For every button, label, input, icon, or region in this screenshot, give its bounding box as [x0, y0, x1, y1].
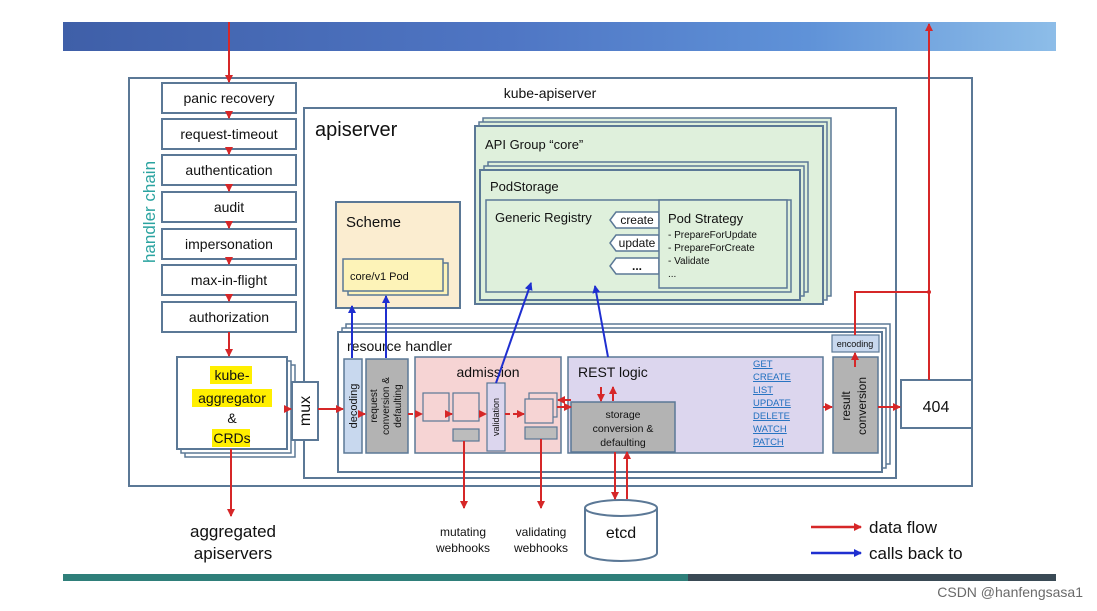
aggregated-label-line1: aggregated	[190, 522, 276, 541]
chain-step-panic-recovery	[161, 82, 297, 114]
decoding-label: decoding	[348, 384, 360, 429]
result-conversion-line2: conversion	[855, 377, 869, 435]
request-conversion-box: request conversion & defaulting	[365, 358, 409, 454]
legend-data-flow-label: data flow	[869, 518, 938, 537]
chain-step-label: impersonation	[185, 236, 273, 252]
scheme-title: Scheme	[346, 214, 401, 231]
storage-conversion-box: storage conversion & defaulting	[570, 401, 676, 453]
pod-storage-title: PodStorage	[490, 179, 559, 194]
aggregator-line3: &	[227, 410, 237, 426]
watermark: CSDN @hanfengsasa1	[937, 584, 1083, 600]
chain-step-label: request-timeout	[180, 126, 277, 142]
pod-strategy-box	[658, 199, 788, 289]
chain-step-label: authorization	[189, 309, 269, 325]
pod-strategy-title: Pod Strategy	[668, 211, 744, 226]
chain-step-label: max-in-flight	[191, 272, 267, 288]
handler-chain-label: handler chain	[140, 161, 159, 263]
architecture-diagram: kube-apiserver apiserver handler chain p…	[128, 22, 973, 563]
encoding-box: encoding	[831, 334, 880, 353]
rest-verb-watch[interactable]: WATCH	[753, 424, 787, 435]
validating-step-2	[524, 398, 554, 424]
verb-tag-label: update	[619, 236, 656, 250]
mutating-step-1	[422, 392, 450, 422]
validation-label: validation	[491, 398, 501, 436]
rest-verb-create[interactable]: CREATE	[753, 372, 791, 383]
mutating-label-line1: mutating	[440, 525, 486, 539]
aggregated-label-line2: apiservers	[194, 544, 272, 563]
decoding-box: decoding	[343, 358, 363, 454]
chain-step-label: authentication	[185, 162, 272, 178]
pod-strategy-item: - PrepareForCreate	[668, 243, 755, 254]
scheme-type-label: core/v1 Pod	[350, 271, 409, 283]
aggregator-box: kube- aggregator & CRDs	[176, 356, 296, 458]
encoding-label: encoding	[837, 339, 874, 349]
verb-tag-create	[609, 211, 660, 229]
pod-strategy-item: ...	[668, 269, 676, 280]
aggregator-line4: CRDs	[213, 430, 250, 446]
rest-verb-patch[interactable]: PATCH	[753, 437, 784, 448]
mutating-step-2	[452, 392, 480, 422]
mux-box: mux	[291, 381, 319, 441]
request-conversion-line1: request	[369, 389, 380, 423]
rest-verb-get[interactable]: GET	[753, 359, 773, 370]
kube-apiserver-title: kube-apiserver	[504, 85, 597, 101]
api-group-title: API Group “core”	[485, 137, 583, 152]
mux-label: mux	[297, 396, 314, 426]
aggregator-line2: aggregator	[198, 390, 266, 406]
storage-conversion-line1: storage	[605, 409, 640, 421]
result-conversion-box: result conversion	[832, 356, 879, 454]
rest-verb-update[interactable]: UPDATE	[753, 398, 791, 409]
not-found-box: 404	[900, 379, 973, 429]
call-back-arrows	[348, 282, 609, 384]
rest-logic-title: REST logic	[578, 364, 648, 380]
chain-step-authentication	[161, 154, 297, 186]
legend: data flow calls back to	[811, 518, 963, 563]
chain-step-max-in-flight	[161, 264, 297, 296]
validating-label-line2: webhooks	[513, 541, 568, 555]
validating-step-db	[524, 426, 558, 440]
data-flow-arrows	[225, 22, 933, 517]
handler-chain: handler chain panic recovery request-tim…	[140, 82, 297, 333]
resource-handler-title: resource handler	[347, 338, 452, 354]
storage-conversion-line3: defaulting	[600, 437, 646, 449]
chain-step-label: audit	[214, 199, 244, 215]
not-found-label: 404	[923, 399, 950, 416]
result-conversion-line1: result	[839, 391, 853, 421]
scheme-box: Scheme core/v1 Pod	[335, 201, 461, 309]
legend-calls-back-label: calls back to	[869, 544, 963, 563]
slide: kube-apiserver apiserver handler chain p…	[63, 22, 1056, 581]
chain-step-impersonation	[161, 228, 297, 260]
etcd-database: etcd	[584, 499, 658, 562]
generic-registry-label: Generic Registry	[495, 210, 592, 225]
pod-storage: PodStorage Generic Registry create updat…	[479, 161, 809, 301]
aggregator-line1: kube-	[214, 367, 249, 383]
rest-verb-delete[interactable]: DELETE	[753, 411, 790, 422]
admission-box: admission validation	[414, 356, 562, 454]
chain-step-label: panic recovery	[183, 90, 274, 106]
mutating-step-2-db	[452, 428, 480, 442]
request-conversion-line3: defaulting	[393, 384, 404, 427]
verb-tag-more	[609, 257, 660, 275]
chain-step-audit	[161, 191, 297, 223]
mutating-label-line2: webhooks	[435, 541, 490, 555]
pod-strategy-item: - Validate	[668, 256, 710, 267]
apiserver-title: apiserver	[315, 119, 398, 141]
etcd-label: etcd	[606, 525, 636, 542]
verb-tag-update	[609, 234, 660, 252]
storage-conversion-line2: conversion &	[593, 423, 654, 435]
slide-footer-accent	[63, 574, 688, 581]
request-conversion-line2: conversion &	[381, 377, 392, 435]
admission-title: admission	[456, 364, 519, 380]
validating-label-line1: validating	[516, 525, 567, 539]
verb-tag-label: create	[620, 213, 654, 227]
rest-verb-list[interactable]: LIST	[753, 385, 773, 396]
verb-tag-label: ...	[632, 259, 642, 273]
pod-strategy-item: - PrepareForUpdate	[668, 230, 757, 241]
